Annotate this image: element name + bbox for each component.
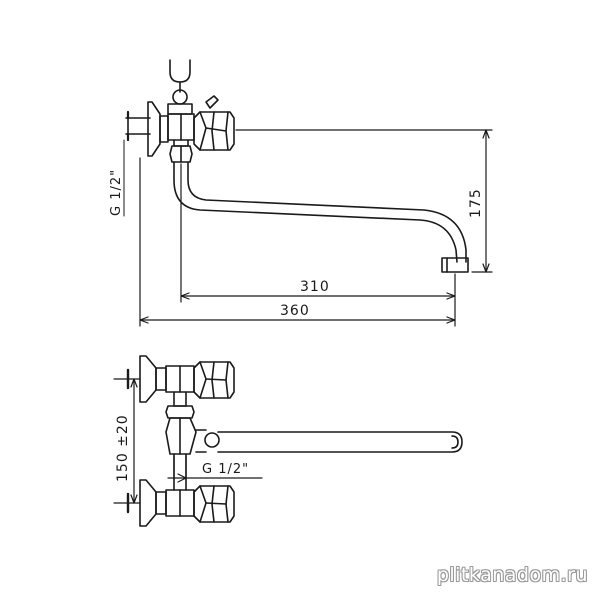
diverter-lever: [205, 95, 219, 109]
wall-flange-lower: [139, 479, 157, 527]
spout-swivel: [204, 432, 220, 448]
total-length-label: 360: [280, 303, 310, 319]
thread-leader-bottom: [167, 455, 263, 483]
site-watermark: plitkanadom.ru: [436, 564, 588, 586]
shower-hook: [169, 59, 191, 83]
valve-handle-top: [193, 111, 235, 151]
thread-label-top: G 1/2": [109, 169, 124, 216]
spout-pipe: [173, 161, 458, 263]
center-nut: [165, 405, 195, 419]
aerator: [441, 257, 469, 273]
thread-label-bottom: G 1/2": [202, 462, 249, 477]
center-distance-label: 150 ±20: [115, 414, 131, 482]
total-length-dimension: [139, 157, 456, 327]
valve-handle-upper: [193, 361, 235, 399]
spout-length-dimension: [180, 163, 456, 303]
wall-flange-upper: [139, 355, 157, 403]
spout-pipe-plan: [217, 431, 463, 453]
height-label: 175: [468, 188, 484, 218]
valve-handle-lower: [193, 485, 235, 523]
swivel-nut: [169, 145, 193, 163]
side-view: [123, 59, 493, 327]
center-distance-dimension: [113, 378, 141, 504]
center-body: [165, 417, 197, 455]
plan-view: [113, 355, 463, 527]
wall-flange-top: [147, 101, 161, 157]
height-dimension: [235, 129, 493, 273]
spout-length-label: 310: [300, 279, 330, 295]
